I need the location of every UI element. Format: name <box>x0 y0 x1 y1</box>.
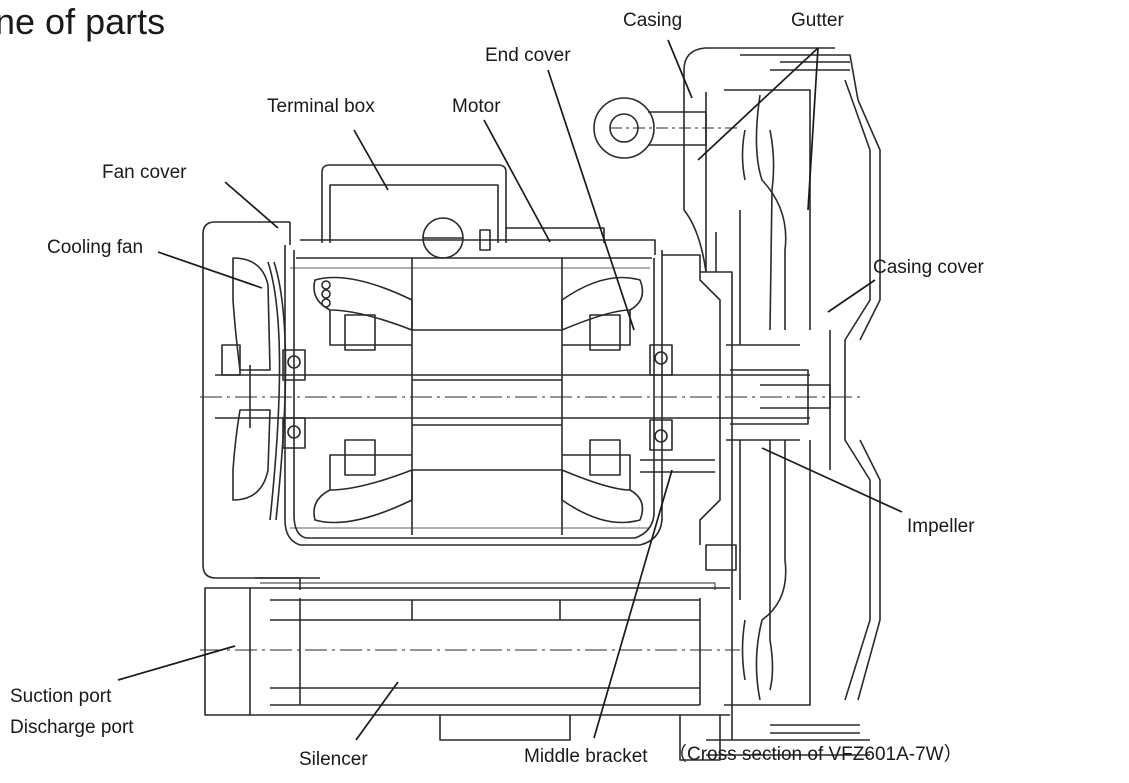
casing-shape <box>593 47 870 756</box>
label-fan-cover: Fan cover <box>102 162 187 183</box>
middle-bracket-shape <box>640 254 737 571</box>
diagram-caption: （Cross section of VFZ601A-7W） <box>668 744 963 765</box>
leader-lines <box>117 39 903 741</box>
label-gutter: Gutter <box>791 10 844 31</box>
terminal-box-shape <box>321 164 605 259</box>
silencer-shape <box>204 577 730 761</box>
stator-shape <box>313 258 644 535</box>
label-casing: Casing <box>623 10 683 31</box>
label-discharge-port: Discharge port <box>10 717 134 738</box>
label-casing-cover: Casing cover <box>873 257 984 278</box>
label-silencer: Silencer <box>299 749 368 770</box>
fan-cover-shape <box>202 221 320 579</box>
label-suction-port: Suction port <box>10 686 112 707</box>
shaft-shape <box>215 365 831 428</box>
bearings-shape <box>282 344 673 451</box>
casing-cover-shape <box>829 79 881 701</box>
label-cooling-fan: Cooling fan <box>47 237 144 258</box>
label-motor: Motor <box>452 96 501 117</box>
label-middle-bracket: Middle bracket <box>524 746 648 767</box>
cooling-fan-shape <box>221 257 287 521</box>
label-end-cover: End cover <box>485 45 571 66</box>
label-terminal-box: Terminal box <box>267 96 375 117</box>
diagram-title: ne of parts <box>0 1 166 42</box>
motor-housing-shape <box>284 239 663 546</box>
label-impeller: Impeller <box>907 516 975 537</box>
impeller-shape <box>724 89 811 706</box>
